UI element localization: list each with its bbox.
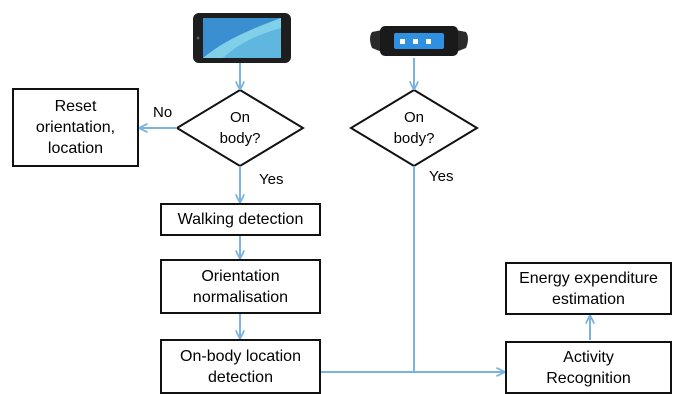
reset-orientation-location-box: Reset orientation, location — [12, 88, 139, 167]
orientation-line-1: Orientation — [201, 267, 280, 285]
reset-line-3: location — [47, 140, 104, 157]
on-body-decision-phone-label: On body? — [205, 107, 275, 149]
energy-expenditure-estimation-box: Energy expenditure estimation — [505, 262, 672, 315]
activity-line-1: Activity — [563, 348, 614, 366]
edge-label-yes-phone: Yes — [259, 171, 284, 188]
reset-line-2: orientation, — [35, 119, 116, 136]
decision-band-line-2: body? — [393, 130, 435, 147]
orientation-line-2: normalisation — [192, 288, 289, 306]
energy-line-1: Energy expenditure — [519, 269, 658, 287]
walking-detection-label: Walking detection — [177, 211, 304, 228]
decision-phone-line-1: On — [229, 109, 250, 126]
orientation-normalisation-box: Orientation normalisation — [160, 259, 321, 314]
activity-recognition-box: Activity Recognition — [505, 341, 672, 394]
edge-label-yes-band: Yes — [429, 168, 454, 185]
on-body-decision-band-label: On body? — [379, 107, 449, 149]
location-line-1: On-body location — [180, 347, 301, 365]
location-line-2: detection — [208, 368, 273, 386]
edge-label-no: No — [153, 104, 173, 121]
reset-line-1: Reset — [54, 98, 97, 115]
smart-band-icon — [370, 26, 468, 56]
energy-line-2: estimation — [552, 290, 625, 308]
decision-band-line-1: On — [403, 109, 424, 126]
on-body-location-detection-box: On-body location detection — [160, 339, 321, 394]
smartphone-icon — [193, 13, 291, 63]
walking-detection-box: Walking detection — [160, 203, 321, 236]
activity-line-2: Recognition — [546, 369, 631, 387]
decision-phone-line-2: body? — [219, 130, 261, 147]
